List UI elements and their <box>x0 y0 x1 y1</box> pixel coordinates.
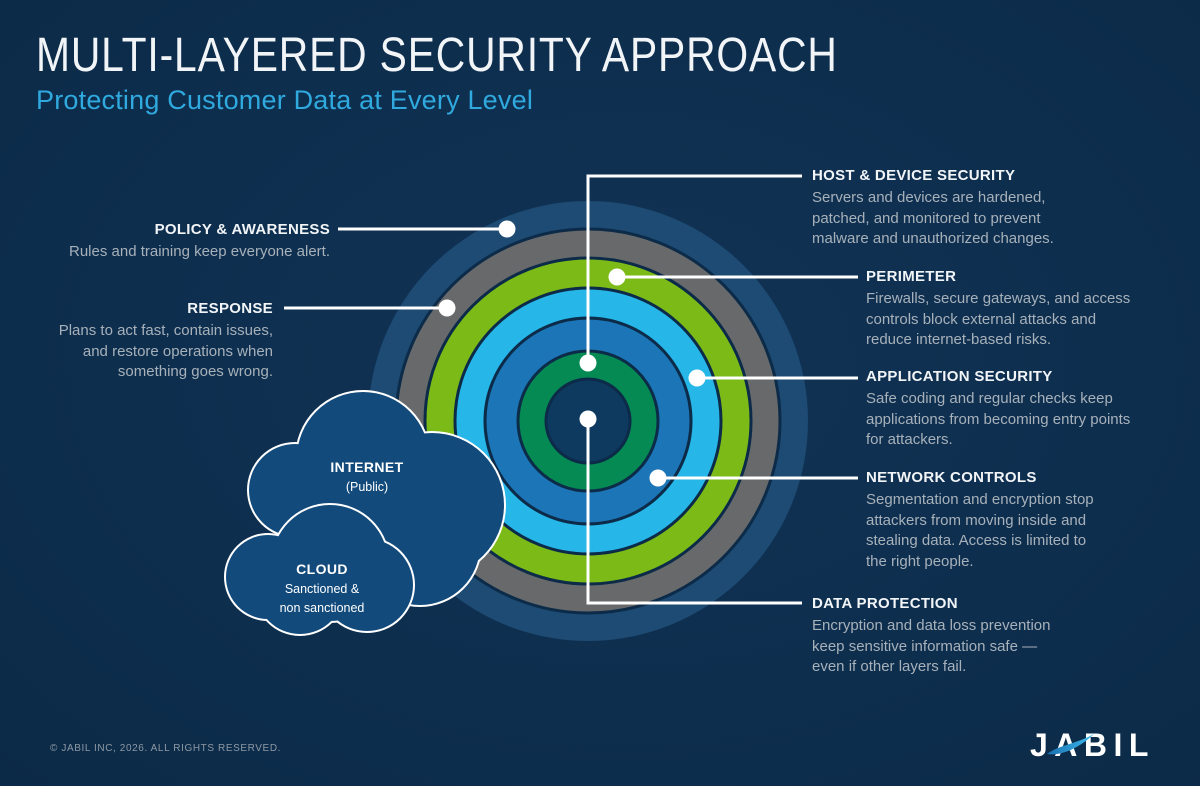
internet-label-sub: (Public) <box>345 480 389 494</box>
callout-response: RESPONSE Plans to act fast, contain issu… <box>59 300 273 383</box>
callout-body: Segmentation and encryption stop attacke… <box>866 491 1094 570</box>
callout-body: Firewalls, secure gateways, and access c… <box>866 290 1131 349</box>
callout-title: PERIMETER <box>866 268 957 285</box>
callout-title: POLICY & AWARENESS <box>154 221 330 238</box>
callout-host-device-security: HOST & DEVICE SECURITY Servers and devic… <box>812 167 1054 250</box>
dot-data <box>579 410 597 428</box>
callout-dots <box>438 220 706 487</box>
callout-title: HOST & DEVICE SECURITY <box>812 167 1016 184</box>
page-title: MULTI-LAYERED SECURITY APPROACH <box>36 29 838 82</box>
callout-title: NETWORK CONTROLS <box>866 469 1037 486</box>
callout-title: RESPONSE <box>187 300 273 317</box>
dot-response <box>438 299 456 317</box>
dot-host <box>579 354 597 372</box>
callout-body: Encryption and data loss prevention keep… <box>812 617 1051 676</box>
dot-network <box>649 469 667 487</box>
callout-policy-awareness: POLICY & AWARENESS Rules and training ke… <box>69 221 330 263</box>
callout-connectors <box>284 174 858 605</box>
cloud-label: CLOUD Sanctioned & non sanctioned <box>242 561 402 619</box>
cloud-sanctioned-shape <box>224 503 415 636</box>
callout-perimeter: PERIMETER Firewalls, secure gateways, an… <box>866 268 1130 351</box>
callout-body: Plans to act fast, contain issues, and r… <box>58 322 273 381</box>
dot-perimeter <box>608 268 626 286</box>
cloud-label-title: CLOUD <box>296 561 348 577</box>
jabil-logo: JABIL <box>1030 727 1155 763</box>
copyright-text: © JABIL INC, 2026. ALL RIGHTS RESERVED. <box>50 743 282 754</box>
callout-title: DATA PROTECTION <box>812 595 958 612</box>
cloud-label-sub: Sanctioned & non sanctioned <box>279 582 365 616</box>
connector-host <box>586 174 802 363</box>
callout-body: Rules and training keep everyone alert. <box>69 243 330 260</box>
internet-cloud-label: INTERNET (Public) <box>287 459 447 497</box>
dot-application <box>688 369 706 387</box>
jabil-logo-swoosh-icon <box>1047 734 1094 755</box>
callout-data-protection: DATA PROTECTION Encryption and data loss… <box>812 595 1050 678</box>
callout-application-security: APPLICATION SECURITY Safe coding and reg… <box>866 368 1130 451</box>
dot-policy <box>498 220 516 238</box>
internet-label-title: INTERNET <box>330 459 404 475</box>
callout-body: Servers and devices are hardened, patche… <box>812 189 1054 248</box>
connector-data <box>586 419 802 605</box>
callout-body: Safe coding and regular checks keep appl… <box>866 390 1131 449</box>
page-subtitle: Protecting Customer Data at Every Level <box>36 85 534 115</box>
callout-title: APPLICATION SECURITY <box>866 368 1053 385</box>
callout-network-controls: NETWORK CONTROLS Segmentation and encryp… <box>866 469 1094 572</box>
jabil-logo-text: JABIL <box>1030 727 1155 763</box>
